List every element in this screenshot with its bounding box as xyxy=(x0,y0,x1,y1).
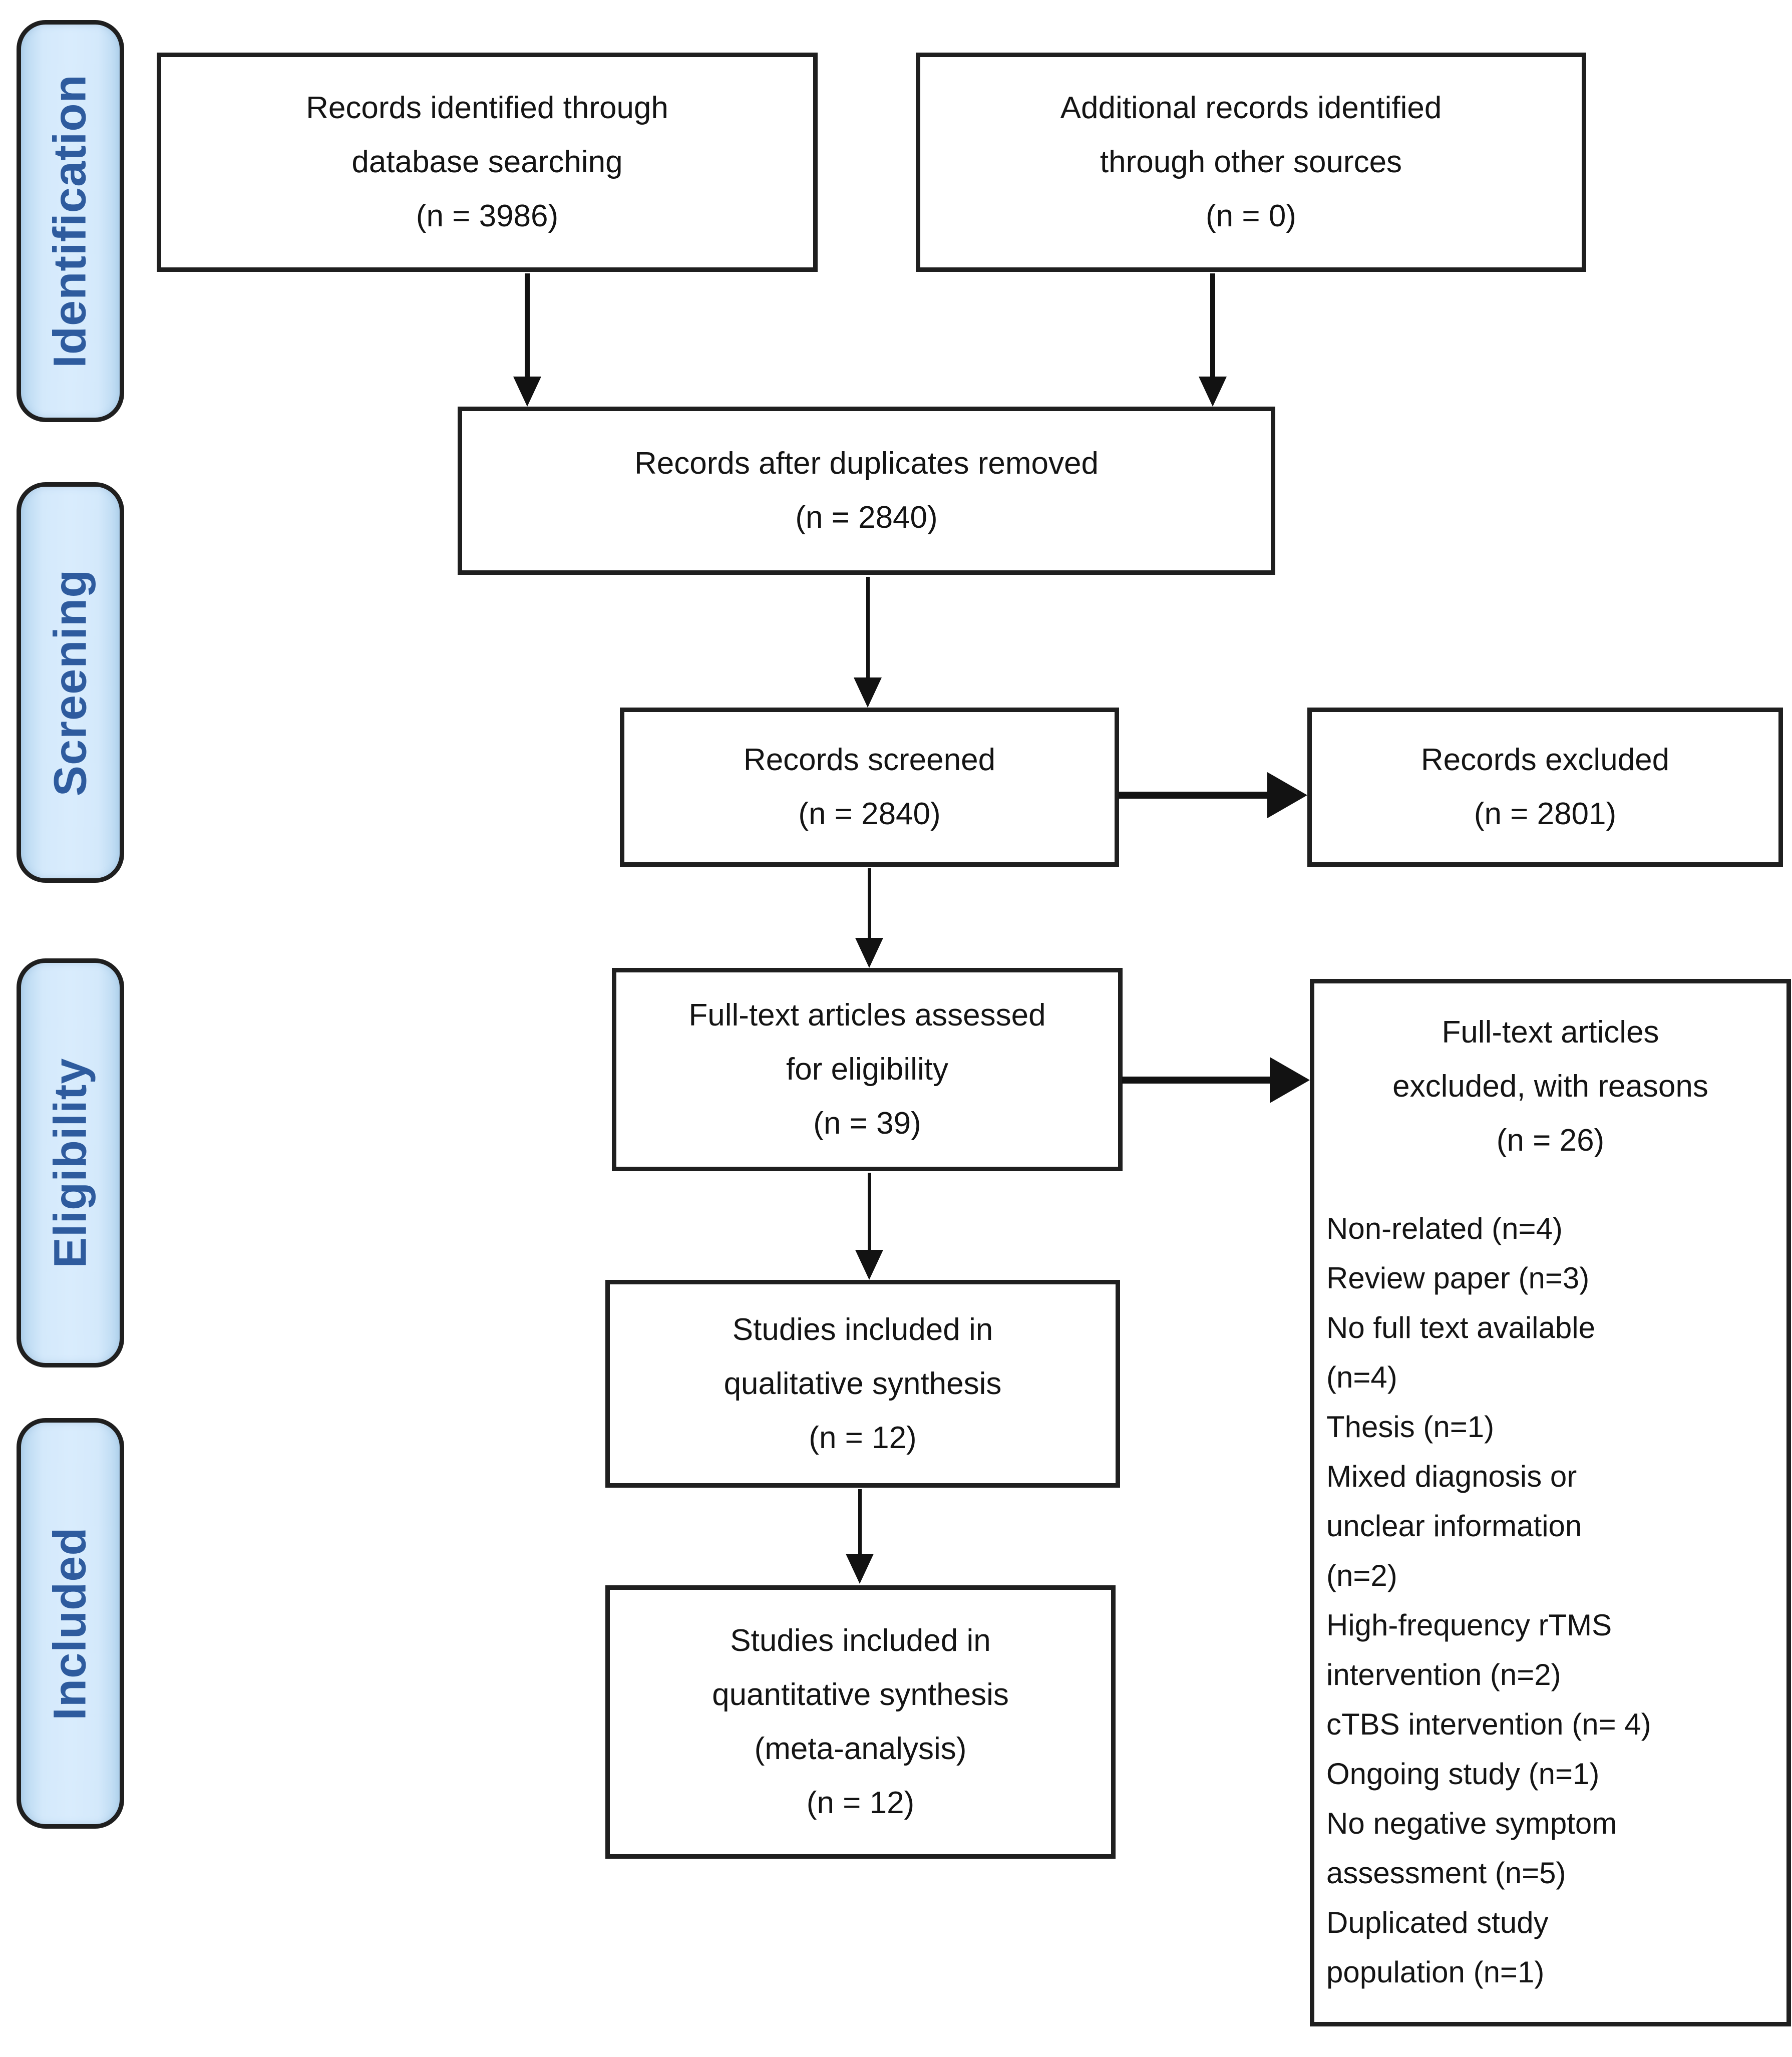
exclusion-reason-line: Non-related (n=4) xyxy=(1326,1212,1563,1245)
box-fulltext-excluded-count: (n = 26) xyxy=(1496,1123,1605,1158)
exclusion-reason-line: (n=2) xyxy=(1326,1559,1397,1592)
arrow-fulltext-to-excluded-shaft xyxy=(1122,1077,1272,1084)
box-records-screened-count: (n = 2840) xyxy=(798,797,941,831)
box-qualitative-line: Studies included in xyxy=(732,1312,993,1347)
arrow-screened-to-fulltext-head xyxy=(855,938,883,968)
box-fulltext-excluded-heading-line: excluded, with reasons xyxy=(1392,1069,1708,1104)
box-fulltext-assessed-count: (n = 39) xyxy=(813,1106,921,1141)
arrow-fulltext-to-qualitative-shaft xyxy=(868,1173,871,1252)
stage-eligibility-label: Eligibility xyxy=(45,1058,96,1268)
exclusion-reason-line: intervention (n=2) xyxy=(1326,1658,1561,1691)
arrow-additional-to-duplicates-shaft xyxy=(1210,273,1215,380)
box-qualitative-line: qualitative synthesis xyxy=(724,1366,1002,1401)
exclusion-reason-line: No negative symptom xyxy=(1326,1807,1617,1840)
box-records-identified-line: Records identified through xyxy=(306,91,668,125)
box-fulltext-assessed-line: for eligibility xyxy=(786,1052,948,1087)
arrow-duplicates-to-screened-head xyxy=(854,677,882,708)
box-records-excluded-line: Records excluded xyxy=(1420,743,1670,777)
box-quantitative-line: (meta-analysis) xyxy=(754,1732,967,1766)
exclusion-reason-line: Review paper (n=3) xyxy=(1326,1261,1590,1295)
stage-included: Included xyxy=(17,1418,124,1829)
stage-identification-label: Identification xyxy=(45,74,96,368)
box-records-identified-count: (n = 3986) xyxy=(416,199,559,233)
box-additional-records: Additional records identified through ot… xyxy=(916,53,1586,272)
box-after-duplicates-count: (n = 2840) xyxy=(795,500,938,535)
box-records-screened-line: Records screened xyxy=(743,743,996,777)
exclusion-reason-line: (n=4) xyxy=(1326,1360,1397,1394)
box-quantitative-synthesis: Studies included in quantitative synthes… xyxy=(605,1585,1116,1859)
stage-included-label: Included xyxy=(45,1526,96,1721)
exclusion-reason-line: cTBS intervention (n= 4) xyxy=(1326,1707,1651,1741)
exclusion-reason-line: Thesis (n=1) xyxy=(1326,1410,1495,1444)
stage-screening-label: Screening xyxy=(45,569,96,796)
exclusion-reason-line: population (n=1) xyxy=(1326,1955,1545,1989)
box-after-duplicates: Records after duplicates removed (n = 28… xyxy=(458,407,1275,575)
box-records-excluded-count: (n = 2801) xyxy=(1474,797,1617,831)
stage-identification: Identification xyxy=(17,20,124,422)
exclusion-reason-line: assessment (n=5) xyxy=(1326,1856,1566,1890)
arrow-screened-to-excluded-head xyxy=(1267,772,1307,818)
stage-eligibility: Eligibility xyxy=(17,958,124,1367)
box-fulltext-assessed-line: Full-text articles assessed xyxy=(688,998,1046,1033)
exclusion-reasons-list: Non-related (n=4) Review paper (n=3) No … xyxy=(1314,1204,1786,1997)
box-additional-records-line: through other sources xyxy=(1100,145,1402,179)
arrow-fulltext-to-qualitative-head xyxy=(855,1250,883,1280)
box-quantitative-line: Studies included in xyxy=(730,1623,991,1658)
box-records-identified-line: database searching xyxy=(351,145,623,179)
box-records-identified: Records identified through database sear… xyxy=(157,53,818,272)
arrow-screened-to-excluded-shaft xyxy=(1119,792,1270,799)
box-records-excluded: Records excluded (n = 2801) xyxy=(1307,708,1783,867)
exclusion-reason-line: No full text available xyxy=(1326,1311,1595,1344)
exclusion-reason-line: High-frequency rTMS xyxy=(1326,1608,1612,1642)
box-after-duplicates-line: Records after duplicates removed xyxy=(634,446,1099,481)
exclusion-reason-line: Mixed diagnosis or xyxy=(1326,1460,1577,1493)
arrow-screened-to-fulltext-shaft xyxy=(868,868,871,941)
box-qualitative-synthesis: Studies included in qualitative synthesi… xyxy=(605,1280,1120,1488)
box-additional-records-count: (n = 0) xyxy=(1206,199,1296,233)
arrow-identified-to-duplicates-head xyxy=(513,377,541,407)
arrow-qualitative-to-quantitative-head xyxy=(846,1554,874,1584)
box-additional-records-line: Additional records identified xyxy=(1060,91,1442,125)
arrow-qualitative-to-quantitative-shaft xyxy=(858,1489,862,1557)
arrow-additional-to-duplicates-head xyxy=(1199,377,1227,407)
box-fulltext-assessed: Full-text articles assessed for eligibil… xyxy=(612,968,1123,1171)
stage-screening: Screening xyxy=(17,482,124,883)
box-qualitative-count: (n = 12) xyxy=(809,1420,917,1455)
box-records-screened: Records screened (n = 2840) xyxy=(620,708,1119,867)
exclusion-reason-line: Duplicated study xyxy=(1326,1906,1549,1939)
box-quantitative-count: (n = 12) xyxy=(806,1786,915,1820)
exclusion-reason-line: unclear information xyxy=(1326,1509,1582,1543)
arrow-fulltext-to-excluded-head xyxy=(1270,1057,1310,1103)
arrow-duplicates-to-screened-shaft xyxy=(866,577,870,681)
box-fulltext-excluded-heading-line: Full-text articles xyxy=(1442,1015,1659,1050)
box-fulltext-excluded-heading: Full-text articles excluded, with reason… xyxy=(1314,983,1786,1168)
box-fulltext-excluded: Full-text articles excluded, with reason… xyxy=(1310,979,1791,2026)
arrow-identified-to-duplicates-shaft xyxy=(525,273,530,380)
exclusion-reason-line: Ongoing study (n=1) xyxy=(1326,1757,1600,1791)
box-quantitative-line: quantitative synthesis xyxy=(712,1677,1009,1712)
